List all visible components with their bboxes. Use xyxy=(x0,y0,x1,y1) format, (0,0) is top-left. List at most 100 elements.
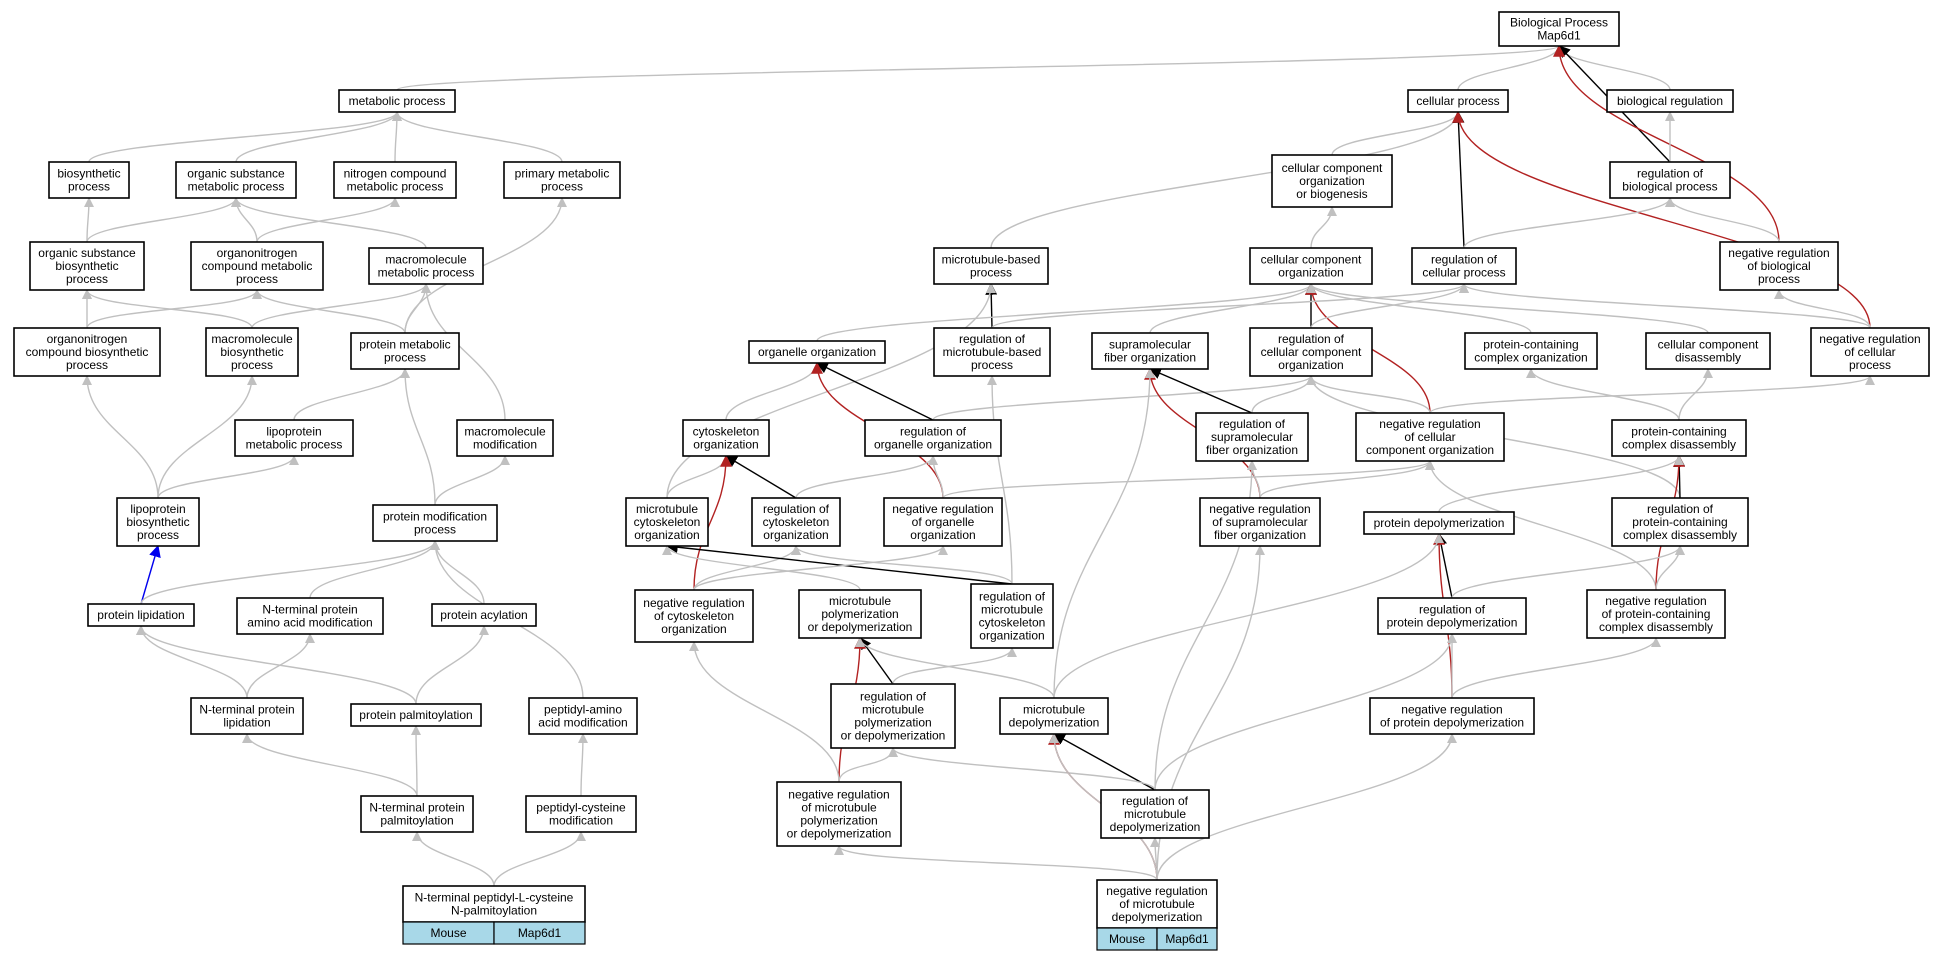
node-label: or biogenesis xyxy=(1296,187,1367,201)
edge-ntermpalm-to-ntermlipid xyxy=(242,733,418,797)
edge-negregcell-to-regcell xyxy=(1459,283,1871,329)
node-label: cellular component xyxy=(1261,345,1362,359)
gene-label: Map6d1 xyxy=(1165,932,1209,946)
edge-macromet-to-orgsubmet xyxy=(231,197,427,249)
go-node-cellular[interactable]: cellular process xyxy=(1407,89,1509,113)
node-label: or depolymerization xyxy=(808,620,913,634)
go-node-bioreg[interactable]: biological regulation xyxy=(1606,89,1734,113)
edge-mtcyto-to-mtbased xyxy=(666,283,996,499)
node-box xyxy=(29,241,145,291)
node-label: protein depolymerization xyxy=(1387,616,1518,630)
edge-protpalm-to-protlipid xyxy=(136,625,417,705)
node-label: N-terminal peptidyl-L-cysteine xyxy=(415,891,574,905)
go-node-metabolic[interactable]: metabolic process xyxy=(338,89,456,113)
go-node-protpalm[interactable]: protein palmitoylation xyxy=(350,703,482,727)
node-box xyxy=(1611,497,1749,547)
node-label: protein-containing xyxy=(1483,338,1578,352)
go-node-protdepol[interactable]: protein depolymerization xyxy=(1363,511,1515,535)
node-label: or depolymerization xyxy=(787,827,892,841)
node-label: microtubule xyxy=(829,594,891,608)
edge-macromod-to-macromet xyxy=(421,283,506,421)
node-box xyxy=(830,683,956,749)
node-label: modification xyxy=(473,438,537,452)
go-node-regmtcyto[interactable]: regulation ofmicrotubulecytoskeletonorga… xyxy=(970,583,1054,649)
node-label: polymerization xyxy=(821,607,898,621)
edge-leaf1-to-ntermpalm xyxy=(412,831,495,887)
node-label: protein acylation xyxy=(440,608,527,622)
edge-orgsubbio-to-biosynthetic xyxy=(83,197,94,243)
node-box xyxy=(1611,419,1747,457)
node-label: microtubule xyxy=(981,603,1043,617)
node-label: regulation of xyxy=(860,690,927,704)
go-node-leaf1[interactable]: N-terminal peptidyl-L-cysteineN-palmitoy… xyxy=(402,885,586,945)
node-box xyxy=(1271,154,1393,208)
go-node-orgorg[interactable]: organelle organization xyxy=(748,340,886,364)
node-label: organization xyxy=(693,438,758,452)
node-label: organic substance xyxy=(187,167,285,181)
node-box xyxy=(1369,697,1535,735)
node-box xyxy=(1091,332,1209,370)
node-label: complex organization xyxy=(1474,351,1587,365)
go-node-regmtpoly[interactable]: regulation ofmicrotubulepolymerizationor… xyxy=(830,683,956,749)
edge-negregccorg-to-negregcell xyxy=(1429,375,1875,414)
node-label: organization xyxy=(763,528,828,542)
node-box xyxy=(970,583,1054,649)
node-box xyxy=(999,697,1109,735)
node-label: organization xyxy=(1278,358,1343,372)
go-node-protacyl[interactable]: protein acylation xyxy=(431,603,537,627)
edge-orgsubmet-to-metabolic xyxy=(235,111,402,163)
go-node-protlipid[interactable]: protein lipidation xyxy=(87,603,195,627)
